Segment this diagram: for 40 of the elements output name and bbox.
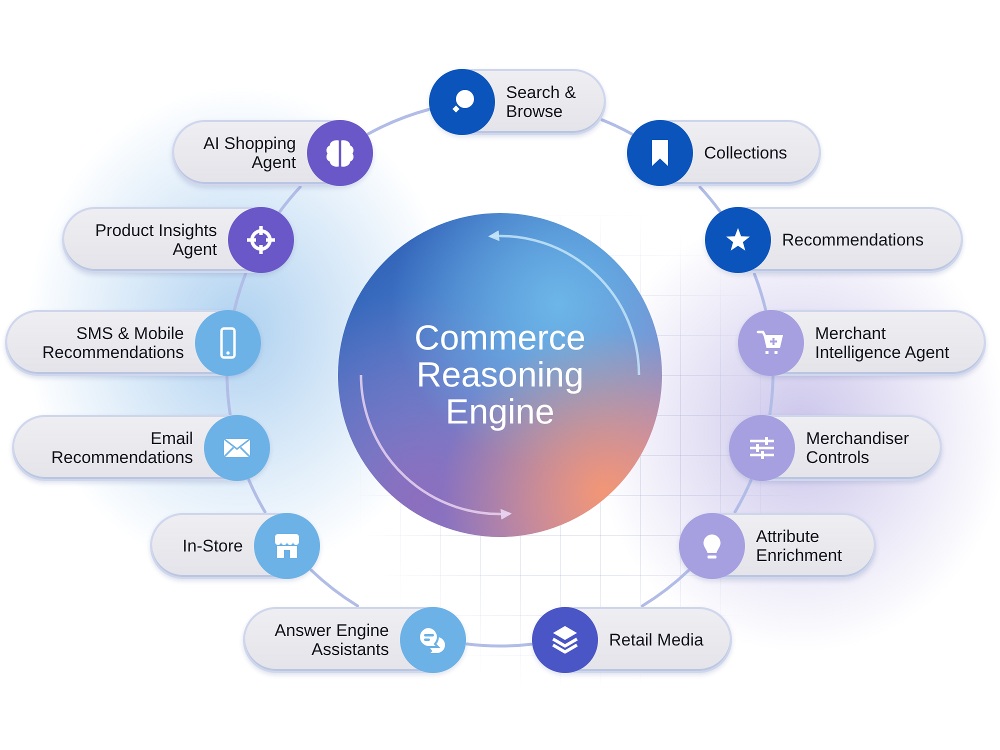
feature-label: In-Store bbox=[182, 536, 243, 556]
feature-pill bbox=[243, 607, 466, 673]
feature-label: Email Recommendations bbox=[50, 428, 193, 468]
feature-pill bbox=[729, 415, 942, 481]
hub-title: Commerce Reasoning Engine bbox=[414, 319, 586, 431]
feature-pill bbox=[679, 513, 876, 579]
feature-label: AI Shopping Agent bbox=[202, 134, 296, 172]
feature-label: Search & Browse bbox=[506, 82, 577, 122]
ring-connector bbox=[768, 376, 774, 416]
feature-pill bbox=[62, 207, 294, 273]
feature-label: Attribute Enrichment bbox=[756, 526, 843, 566]
feature-label: Product Insights Agent bbox=[94, 220, 217, 260]
ring-connector bbox=[247, 478, 266, 514]
feature-pill bbox=[429, 69, 606, 135]
feature-pill bbox=[705, 207, 963, 273]
feature-pill bbox=[172, 120, 373, 186]
feature-label: Collections bbox=[704, 143, 788, 163]
feature-label: Recommendations bbox=[782, 230, 925, 250]
feature-label: Answer Engine Assistants bbox=[274, 620, 389, 660]
ring-connector bbox=[600, 118, 634, 136]
feature-pill bbox=[738, 310, 986, 376]
feature-label: Merchandiser Controls bbox=[806, 428, 910, 468]
ring-connector bbox=[233, 272, 247, 312]
feature-label: Merchant Intelligence Agent bbox=[815, 324, 950, 362]
ring-connector bbox=[734, 478, 752, 514]
feature-pill bbox=[12, 415, 270, 481]
feature-pill bbox=[532, 607, 732, 673]
feature-pill bbox=[5, 310, 261, 376]
ring-connector bbox=[366, 108, 430, 136]
feature-label: Retail Media bbox=[609, 630, 704, 650]
ring-connector bbox=[640, 569, 690, 608]
feature-label: SMS & Mobile Recommendations bbox=[41, 324, 184, 362]
ring-connector bbox=[698, 186, 722, 213]
ring-connector bbox=[465, 642, 533, 648]
ring-connector bbox=[226, 376, 232, 416]
ring-connector bbox=[278, 186, 302, 213]
feature-pill bbox=[150, 513, 320, 579]
feature-pill bbox=[627, 120, 821, 186]
ring-connector bbox=[753, 272, 767, 311]
ring-connector bbox=[310, 568, 359, 608]
